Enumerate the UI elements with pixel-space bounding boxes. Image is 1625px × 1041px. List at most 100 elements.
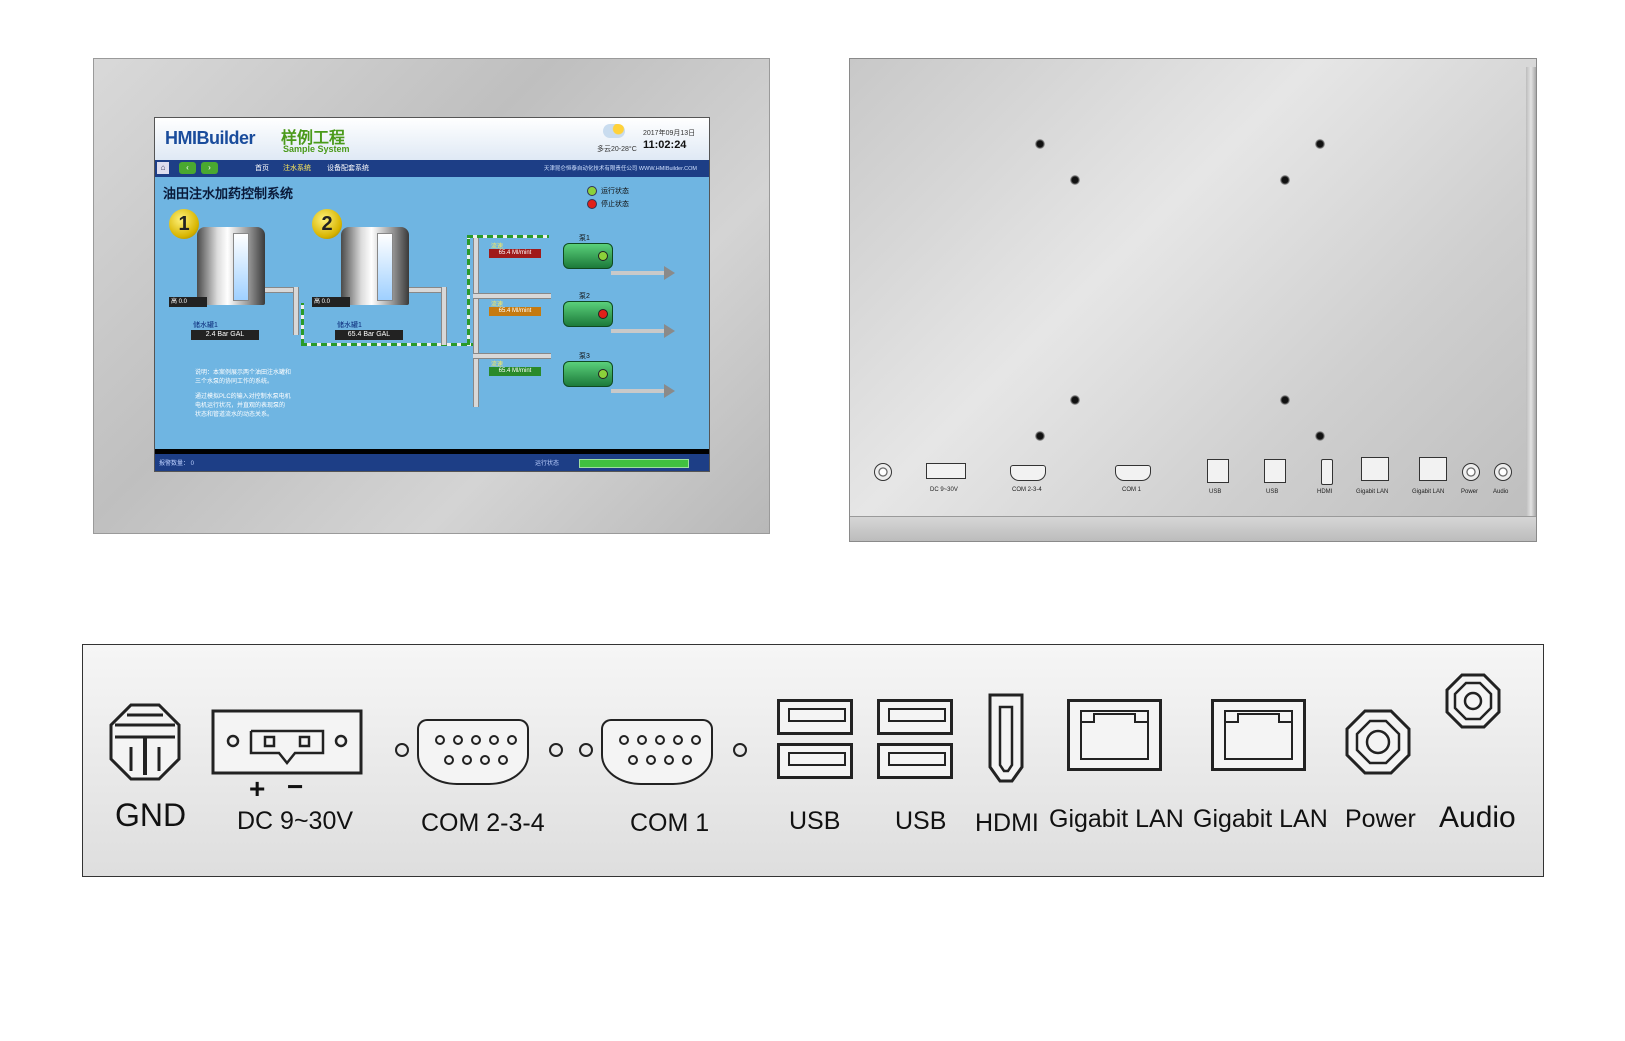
note-line-3: 通过模拟PLC的输入对控制水泵电机 <box>195 394 291 400</box>
flow-1-label: 流速 <box>491 244 504 250</box>
io-port-legend: GND + − DC 9~30V COM 2-3-4 COM 1 USB USB… <box>82 644 1544 877</box>
usb-port <box>1264 459 1286 483</box>
tank-2-level <box>377 233 393 301</box>
dc-power-port <box>926 463 966 479</box>
power-icon <box>1345 709 1411 775</box>
hmi-status-bar: 报警数量： 0 运行状态 <box>155 454 709 471</box>
com-234-port <box>1010 465 1046 481</box>
pump-1[interactable] <box>563 243 613 269</box>
rear-dc-label: DC 9~30V <box>930 487 958 493</box>
vesa-screw-hole <box>1280 395 1290 405</box>
tank-2-gauge: 高 0.0 <box>312 297 350 307</box>
run-status-dot <box>587 186 597 196</box>
note-line-1: 说明：本案例展示两个油田注水罐和 <box>195 370 292 376</box>
tank-1-level <box>233 233 249 301</box>
tank-1-name: 储水罐1 <box>193 322 218 329</box>
pipe <box>473 237 479 407</box>
nav-equipment-system[interactable]: 设备配套系统 <box>327 165 369 172</box>
com234-label: COM 2-3-4 <box>421 809 545 837</box>
pump-1-status-led <box>598 251 608 261</box>
pipe <box>441 287 447 345</box>
tank-2-reading: 65.4 Bar GAL <box>335 330 403 340</box>
usb2-label: USB <box>895 807 947 835</box>
usb-icon <box>877 743 953 779</box>
usb-icon <box>777 699 853 735</box>
flow-pipe <box>467 235 549 238</box>
panel-pc-front: HMIBuilder 样例工程 Sample System 多云20-28°C … <box>93 58 770 534</box>
hdmi-label: HDMI <box>975 809 1039 837</box>
rear-side-edge <box>1526 67 1536 535</box>
alarm-count: 报警数量： 0 <box>159 461 195 467</box>
rear-bottom-lip <box>850 516 1536 541</box>
tank-1-badge: 1 <box>169 209 199 239</box>
rear-audio-label: Audio <box>1493 489 1509 495</box>
pump-1-label: 泵1 <box>579 235 590 242</box>
pump-3[interactable] <box>563 361 613 387</box>
com234-mount-hole <box>395 743 409 757</box>
flow-3-label: 流速 <box>491 362 504 368</box>
company-name: 天津昆仑恒泰自动化技术有限责任公司 WWW.HMIBuilder.COM <box>543 166 697 172</box>
audio-icon <box>1445 673 1501 729</box>
outflow-arrow-icon <box>611 384 675 398</box>
rear-lan1-label: Gigabit LAN <box>1356 489 1389 495</box>
power-button-icon <box>1462 463 1480 481</box>
pipe <box>409 287 443 293</box>
home-icon[interactable]: ⌂ <box>157 162 169 174</box>
outflow-arrow-icon <box>611 324 675 338</box>
hmi-nav-bar: ⌂ ‹ › 首页 注水系统 设备配套系统 天津昆仑恒泰自动化技术有限责任公司 W… <box>155 160 709 177</box>
pump-2-label: 泵2 <box>579 293 590 300</box>
vesa-screw-hole <box>1070 175 1080 185</box>
audio-jack-icon <box>1494 463 1512 481</box>
rear-com1-label: COM 1 <box>1122 487 1142 493</box>
com234-db9-icon <box>417 719 529 785</box>
gnd-terminal-icon <box>874 463 892 481</box>
usb-icon <box>877 699 953 735</box>
flow-pipe <box>467 237 470 345</box>
hmi-page-title: 油田注水加药控制系统 <box>163 187 294 202</box>
hmi-header: HMIBuilder 样例工程 Sample System 多云20-28°C … <box>155 118 709 160</box>
flow-2-label: 流速 <box>491 302 504 308</box>
usb1-label: USB <box>789 807 841 835</box>
rear-power-label: Power <box>1461 489 1479 495</box>
com1-label: COM 1 <box>630 809 710 837</box>
rear-usb1-label: USB <box>1209 489 1222 495</box>
com-1-port <box>1115 465 1151 481</box>
hmi-body: 油田注水加药控制系统 运行状态 停止状态 1 2 高 0.0 高 0.0 储水罐… <box>155 177 709 449</box>
audio-label: Audio <box>1439 801 1516 834</box>
hdmi-port <box>1321 459 1333 485</box>
pump-2-status-led <box>598 309 608 319</box>
pipe <box>473 293 551 299</box>
com1-db9-icon <box>601 719 713 785</box>
water-tank-1 <box>197 227 265 305</box>
hmi-date: 2017年09月13日 <box>643 130 696 137</box>
hmi-logo-sub: Sample System <box>283 144 350 154</box>
stop-status-label: 停止状态 <box>601 201 629 208</box>
weather-icon <box>603 124 625 138</box>
note-line-5: 状态和管道流水的动态关系。 <box>195 412 274 418</box>
hmi-screen: HMIBuilder 样例工程 Sample System 多云20-28°C … <box>154 117 710 472</box>
pipe <box>265 287 295 293</box>
tank-1-reading: 2.4 Bar GAL <box>191 330 259 340</box>
com1-mount-hole <box>579 743 593 757</box>
hmi-logo: HMIBuilder <box>165 128 256 148</box>
stop-status-dot <box>587 199 597 209</box>
vesa-screw-hole <box>1035 139 1045 149</box>
vesa-screw-hole <box>1070 395 1080 405</box>
pump-3-label: 泵3 <box>579 353 590 360</box>
usb-icon <box>777 743 853 779</box>
lan-port <box>1361 457 1389 481</box>
gnd-label: GND <box>115 797 187 833</box>
flow-1-value: 65.4 Ml/mint <box>489 249 541 258</box>
dc-terminal-icon <box>211 709 363 775</box>
nav-water-system[interactable]: 注水系统 <box>283 165 311 172</box>
lan1-label: Gigabit LAN <box>1049 805 1184 833</box>
nav-home[interactable]: 首页 <box>255 165 269 172</box>
back-button[interactable]: ‹ <box>179 162 196 174</box>
note-line-2: 三个水泵的协同工作的系统。 <box>195 379 274 385</box>
tank-2-badge: 2 <box>312 209 342 239</box>
pipe <box>473 353 551 359</box>
flow-2-value: 65.4 Ml/mint <box>489 307 541 316</box>
pump-2[interactable] <box>563 301 613 327</box>
lan-port <box>1419 457 1447 481</box>
forward-button[interactable]: › <box>201 162 218 174</box>
